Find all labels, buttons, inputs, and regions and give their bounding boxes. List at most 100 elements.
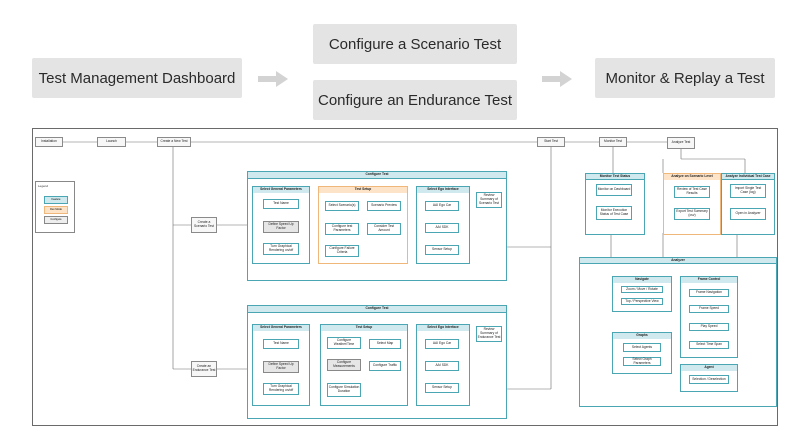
analyzer-frame-speed: Frame Speed bbox=[689, 305, 729, 313]
flow-analyze: Analyze Test bbox=[667, 137, 695, 149]
endurance-ego-title-label: Select Ego Interface bbox=[427, 325, 459, 330]
analyze-export-summary-label: Export Test Summary (csv) bbox=[676, 209, 708, 217]
analyzer-navigate-title: Navigate bbox=[613, 277, 671, 283]
scenario-setup-title: Test Setup bbox=[319, 187, 407, 193]
endurance-speed-up-label: Define Speed Up Factor bbox=[268, 362, 294, 370]
endurance-general-title: Select General Parameters bbox=[253, 325, 309, 331]
scenario-test-name-label: Test Name bbox=[273, 201, 289, 206]
analyze-review-results: Review of Test Case Results bbox=[674, 186, 710, 198]
endurance-general-title-label: Select General Parameters bbox=[260, 325, 302, 330]
flow-create-scenario-label: Create a Scenario Test bbox=[194, 220, 214, 228]
analyze-import-case-label: Import Single Test Case (log) bbox=[734, 186, 762, 194]
scenario-test-amount: Consider Test Amount bbox=[367, 223, 401, 235]
endurance-ego-sdk: AAI SDK bbox=[425, 361, 459, 371]
endurance-ego-title: Select Ego Interface bbox=[417, 325, 469, 331]
analyze-scenario-title-label: Analyze on Scenario Level bbox=[671, 174, 713, 179]
analyzer-agent-title-label: Agent bbox=[704, 365, 714, 370]
flow-start-label: Start Test bbox=[544, 139, 558, 144]
endurance-measurements: Configure Measurements bbox=[327, 359, 361, 371]
scenario-config-panel: Configure Test Select General Parameters… bbox=[247, 171, 507, 281]
analyzer-time-span-label: Select Time Span bbox=[696, 342, 722, 347]
scenario-rendering: Turn Graphical Rendering on/off bbox=[263, 243, 299, 255]
endurance-duration: Configure Simulation Duration bbox=[327, 383, 361, 397]
legend-item-dev-label: Dev Mode bbox=[50, 208, 62, 211]
scenario-speed-up: Define Speed Up Factor bbox=[263, 221, 299, 233]
analyzer-frame-nav-label: Frame Navigation bbox=[695, 290, 723, 295]
scenario-preview: Scenario Preview bbox=[367, 201, 401, 211]
flow-installation: Installation bbox=[35, 137, 63, 147]
scenario-ego-title-label: Select Ego Interface bbox=[427, 187, 459, 192]
endurance-rendering-label: Turn Graphical Rendering on/off bbox=[268, 384, 294, 392]
header-monitor: Monitor & Replay a Test bbox=[595, 58, 775, 98]
header-endurance-label: Configure an Endurance Test bbox=[317, 91, 513, 109]
endurance-ego-sdk-label: AAI SDK bbox=[435, 363, 449, 368]
analyzer-select-agents: Select Agents bbox=[623, 343, 661, 352]
scenario-general-group: Select General Parameters Test Name Defi… bbox=[252, 186, 310, 264]
header-dashboard: Test Management Dashboard bbox=[32, 58, 242, 98]
flow-diagram: Installation Launch Create a New Test St… bbox=[32, 128, 778, 426]
analyzer-frame-speed-label: Frame Speed bbox=[699, 306, 719, 311]
legend: Legend Feature Dev Mode Configure bbox=[35, 181, 75, 233]
legend-item-configure: Configure bbox=[44, 216, 68, 224]
analyze-scenario-title: Analyze on Scenario Level bbox=[664, 174, 720, 180]
flow-create-scenario: Create a Scenario Test bbox=[191, 217, 217, 233]
analyzer-time-span: Select Time Span bbox=[689, 341, 729, 349]
analyzer-graphs-group: Graphs Select Agents Select Graph Parame… bbox=[612, 332, 672, 374]
flow-create-new: Create a New Test bbox=[157, 137, 191, 147]
endurance-sensor-setup: Sensor Setup bbox=[425, 383, 459, 393]
scenario-select-scenarios: Select Scenario(s) bbox=[325, 201, 359, 211]
analyzer-zoom-label: Zoom / Move / Rotate bbox=[626, 286, 658, 291]
monitor-execution: Monitor Execution Status of Test Case bbox=[596, 206, 632, 220]
endurance-test-name-label: Test Name bbox=[273, 341, 289, 346]
flow-create-endurance: Create an Endurance Test bbox=[191, 361, 217, 377]
scenario-setup-title-label: Test Setup bbox=[354, 187, 372, 192]
scenario-speed-up-label: Define Speed Up Factor bbox=[268, 222, 294, 230]
monitor-status-title-label: Monitor Test Status bbox=[599, 173, 631, 178]
endurance-setup-title-label: Test Setup bbox=[355, 325, 373, 330]
endurance-measurements-label: Configure Measurements bbox=[333, 360, 355, 368]
analyzer-panel: Analyzer Navigate Zoom / Move / Rotate T… bbox=[579, 257, 777, 407]
scenario-config-title-label: Configure Test bbox=[365, 172, 389, 177]
scenario-preview-label: Scenario Preview bbox=[371, 203, 397, 208]
flow-monitor-label: Monitor Test bbox=[604, 139, 622, 144]
analyze-scenario-panel: Analyze on Scenario Level Review of Test… bbox=[663, 173, 721, 235]
flow-start: Start Test bbox=[537, 137, 565, 147]
analyzer-agent-group: Agent Selection / Deselection bbox=[680, 364, 738, 392]
scenario-rendering-label: Turn Graphical Rendering on/off bbox=[268, 244, 294, 252]
endurance-setup-title: Test Setup bbox=[321, 325, 407, 331]
scenario-general-title: Select General Parameters bbox=[253, 187, 309, 193]
endurance-select-map-label: Select Map bbox=[376, 341, 394, 346]
endurance-sensor-setup-label: Sensor Setup bbox=[432, 385, 452, 390]
analyzer-frame-nav: Frame Navigation bbox=[689, 289, 729, 297]
scenario-ego-sdk: AAI SDK bbox=[425, 223, 459, 233]
arrow-right-icon bbox=[258, 71, 288, 87]
monitor-execution-label: Monitor Execution Status of Test Case bbox=[599, 208, 629, 216]
scenario-ego-car: AAI Ego Car bbox=[425, 201, 459, 211]
endurance-config-title-label: Configure Test bbox=[365, 306, 389, 311]
legend-item-dev: Dev Mode bbox=[44, 206, 68, 214]
endurance-select-map: Select Map bbox=[369, 339, 401, 349]
legend-item-feature: Feature bbox=[44, 196, 68, 204]
arrow-right-icon bbox=[542, 71, 572, 87]
endurance-weather-label: Configure Weather/Time bbox=[333, 338, 355, 346]
analyze-open-analyzer-label: Open in Analyzer bbox=[735, 211, 761, 216]
analyzer-view-label: Top / Perspective View bbox=[625, 298, 659, 303]
header-monitor-label: Monitor & Replay a Test bbox=[605, 69, 765, 87]
endurance-ego-car-label: AAI Ego Car bbox=[432, 341, 452, 346]
scenario-configure-params: Configure test Parameters bbox=[325, 223, 359, 235]
analyzer-play-speed: Play Speed bbox=[689, 323, 729, 331]
scenario-ego-sdk-label: AAI SDK bbox=[435, 225, 449, 230]
analyzer-select-agents-label: Select Agents bbox=[631, 344, 653, 349]
endurance-ego-group: Select Ego Interface AAI Ego Car AAI SDK… bbox=[416, 324, 470, 406]
analyzer-agent-title: Agent bbox=[681, 365, 737, 371]
analyzer-title-label: Analyzer bbox=[671, 257, 685, 262]
scenario-ego-car-label: AAI Ego Car bbox=[432, 203, 452, 208]
scenario-setup-group: Test Setup Select Scenario(s) Scenario P… bbox=[318, 186, 408, 264]
legend-item-feature-label: Feature bbox=[51, 198, 61, 201]
analyzer-graph-params-label: Select Graph Parameters bbox=[632, 356, 652, 365]
scenario-sensor-setup: Sensor Setup bbox=[425, 245, 459, 255]
legend-item-configure-label: Configure bbox=[50, 218, 62, 221]
analyzer-title: Analyzer bbox=[580, 258, 776, 264]
endurance-setup-group: Test Setup Configure Weather/Time Select… bbox=[320, 324, 408, 406]
endurance-test-name: Test Name bbox=[263, 339, 299, 349]
